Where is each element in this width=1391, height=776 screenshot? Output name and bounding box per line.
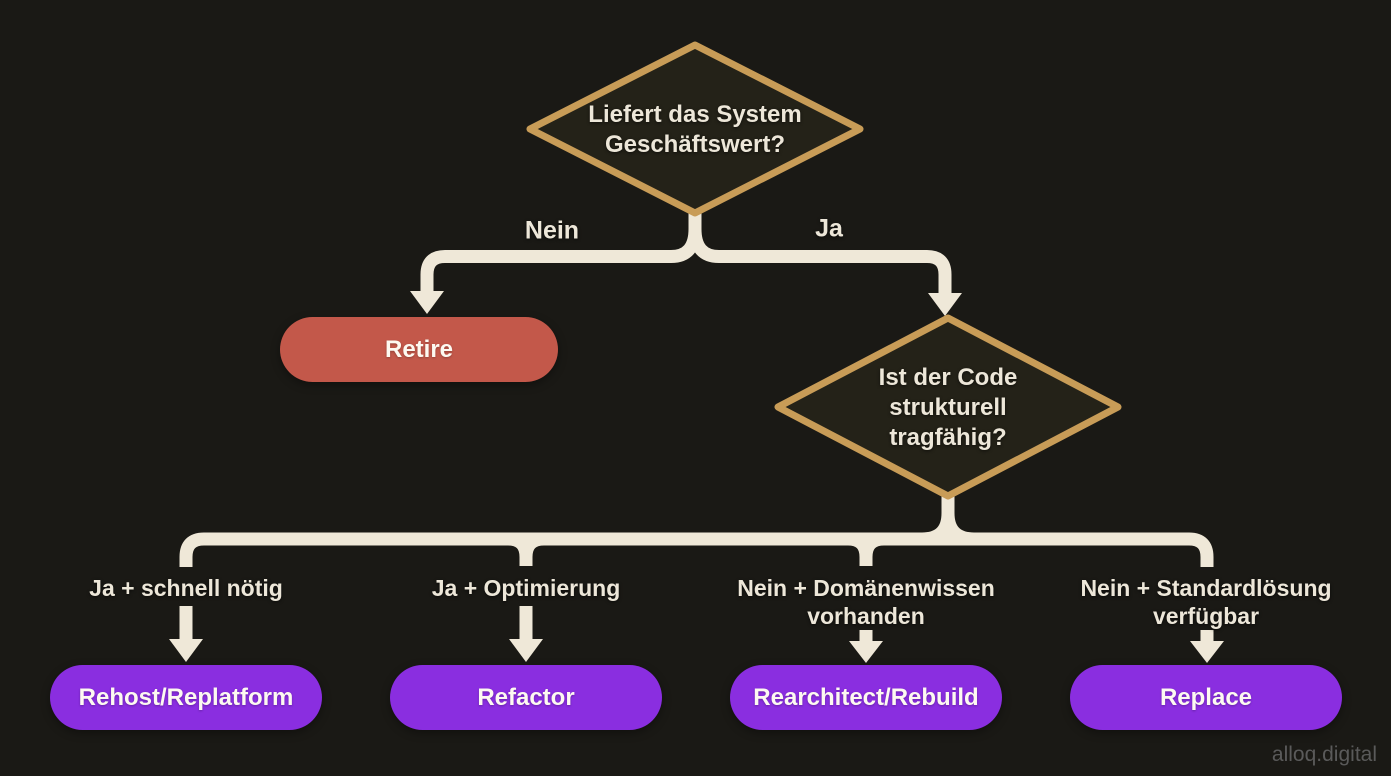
node-replace-label: Replace bbox=[1159, 683, 1253, 711]
branch-4-condition-line-2: verfügbar bbox=[1152, 603, 1260, 629]
arrowhead-branch4 bbox=[1190, 641, 1224, 663]
node-rearchitect-rebuild-label: Rearchitect/Rebuild bbox=[753, 683, 979, 711]
edge-branch-bar bbox=[179, 532, 1214, 567]
decision-2-diamond bbox=[774, 314, 1122, 500]
branch-1-condition-line-1: Ja + schnell nötig bbox=[89, 575, 283, 601]
edge-root-to-yes bbox=[688, 203, 952, 295]
arrowhead-yes bbox=[928, 293, 962, 316]
node-refactor-label: Refactor bbox=[477, 683, 575, 711]
branch-3-condition-line-2: vorhanden bbox=[807, 603, 925, 629]
decision-2-line-3: tragfähig? bbox=[889, 424, 1007, 451]
decision-1-diamond bbox=[526, 41, 864, 217]
branch-2-condition: Ja + Optimierung bbox=[432, 574, 621, 602]
decision-2-line-1: Ist der Code bbox=[878, 364, 1018, 391]
edge-branch2-fillet-r bbox=[519, 532, 545, 558]
decision-1-question: Liefert das System Geschäftswert? bbox=[588, 100, 801, 160]
branch-4-condition-line-1: Nein + Standardlösung bbox=[1080, 575, 1332, 601]
node-refactor: Refactor bbox=[390, 665, 662, 730]
edge-label-no: Nein bbox=[524, 216, 580, 245]
arrowhead-branch1 bbox=[169, 639, 203, 662]
decision-1-line-1: Liefert das System bbox=[588, 101, 802, 128]
node-rehost-replatform: Rehost/Replatform bbox=[50, 665, 322, 730]
node-replace: Replace bbox=[1070, 665, 1342, 730]
branch-3-condition-line-1: Nein + Domänenwissen bbox=[737, 575, 995, 601]
arrowhead-no bbox=[410, 291, 444, 314]
branch-2-condition-line-1: Ja + Optimierung bbox=[431, 575, 621, 601]
arrowhead-branch3 bbox=[849, 641, 883, 663]
node-rearchitect-rebuild: Rearchitect/Rebuild bbox=[730, 665, 1002, 730]
edge-branch3-fillet-r bbox=[859, 532, 885, 558]
branch-3-condition: Nein + Domänenwissen vorhanden bbox=[737, 574, 995, 630]
decision-2-line-2: strukturell bbox=[889, 394, 1007, 421]
decision-1-line-2: Geschäftswert? bbox=[604, 131, 786, 158]
arrowhead-branch2 bbox=[509, 639, 543, 662]
node-rehost-replatform-label: Rehost/Replatform bbox=[78, 683, 294, 711]
decision-2-question: Ist der Code strukturell tragfähig? bbox=[879, 363, 1018, 453]
node-retire: Retire bbox=[280, 317, 558, 382]
node-retire-label: Retire bbox=[384, 335, 454, 363]
branch-1-condition: Ja + schnell nötig bbox=[89, 574, 283, 602]
branch-4-condition: Nein + Standardlösung verfügbar bbox=[1080, 574, 1331, 630]
watermark: alloq.digital bbox=[1271, 743, 1377, 766]
edge-label-yes: Ja bbox=[815, 214, 843, 243]
